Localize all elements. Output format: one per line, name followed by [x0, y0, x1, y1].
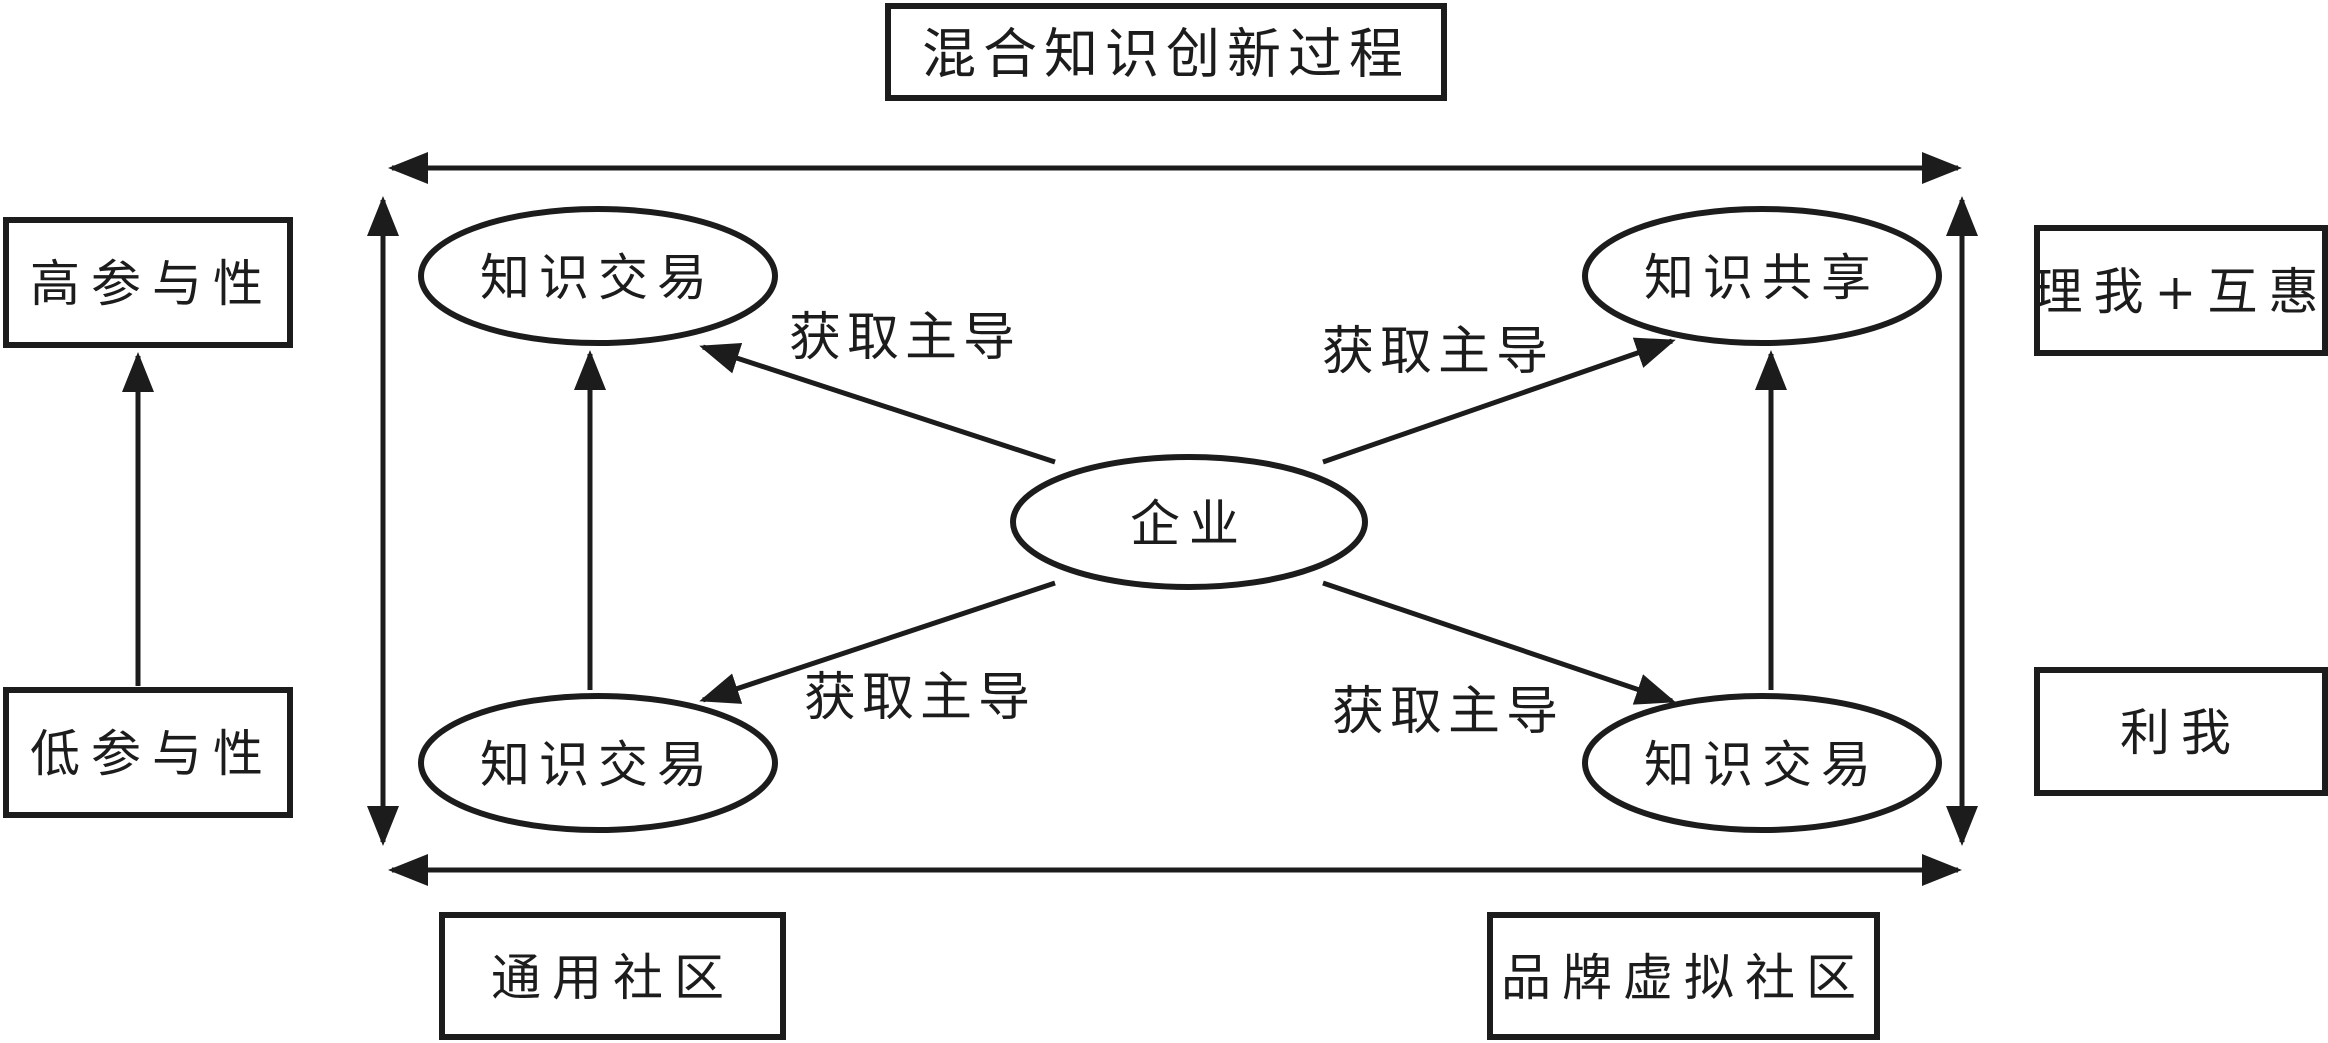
low-participation-text: 低参与性	[30, 725, 274, 783]
node-top-left-text: 知识交易	[480, 249, 716, 307]
high-participation-text: 高参与性	[30, 255, 274, 313]
node-bottom-right-ellipse	[1582, 693, 1942, 833]
self-benefit-box	[2034, 667, 2328, 796]
node-top-right-ellipse	[1582, 206, 1942, 346]
node-top-left-ellipse	[418, 206, 778, 346]
arrow-center-to-bottom-left	[699, 580, 1056, 704]
general-community-box	[439, 912, 786, 1040]
node-bottom-left-ellipse	[418, 693, 778, 833]
node-bottom-right-text: 知识交易	[1644, 736, 1880, 794]
arrow-center-to-top-left	[699, 342, 1056, 465]
brand-virtual-community-text: 品牌虚拟社区	[1501, 949, 1867, 1007]
brand-virtual-community-box	[1487, 912, 1880, 1040]
node-top-right-text: 知识共享	[1644, 249, 1880, 307]
general-community-text: 通用社区	[491, 949, 735, 1007]
edge-label-top-left: 获取主导	[789, 308, 1021, 368]
node-bottom-left-text: 知识交易	[480, 736, 716, 794]
rational-reciprocity-box	[2034, 225, 2328, 356]
rational-reciprocity-text: 理我+互惠	[2033, 263, 2328, 321]
title-text: 混合知识创新过程	[922, 23, 1410, 86]
self-benefit-text: 利我	[2120, 704, 2242, 762]
edge-label-top-right: 获取主导	[1322, 322, 1554, 382]
node-center-text: 企业	[1130, 495, 1248, 553]
low-participation-box	[3, 687, 293, 818]
title-box	[885, 3, 1447, 101]
arrow-center-to-top-right	[1322, 337, 1676, 465]
arrow-center-to-bottom-right	[1322, 580, 1676, 705]
edge-label-bottom-left: 获取主导	[804, 668, 1036, 728]
edge-label-bottom-right: 获取主导	[1332, 682, 1564, 742]
high-participation-box	[3, 217, 293, 348]
node-center-ellipse	[1010, 454, 1368, 590]
